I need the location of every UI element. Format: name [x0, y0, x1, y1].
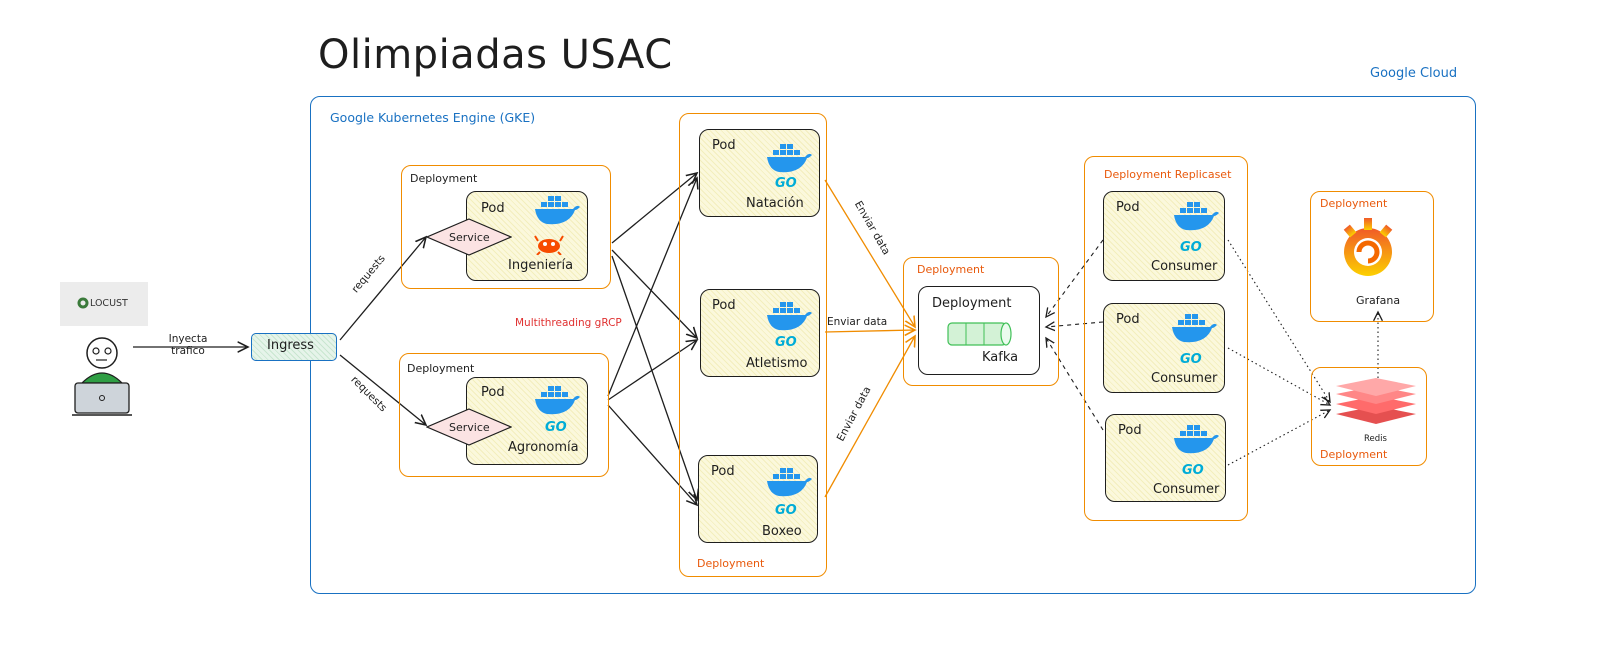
pod-boxeo-label: Pod: [711, 464, 735, 479]
user-icon: [72, 337, 132, 416]
go-logo: GO: [1182, 463, 1204, 478]
service-ingenieria-label: Service: [449, 231, 490, 244]
docker-icon: [767, 144, 812, 173]
pod-consumer-2-label: Pod: [1116, 312, 1140, 327]
deployment-kafka-label: Deployment: [917, 263, 985, 276]
ingress-label: Ingress: [267, 338, 314, 353]
redis-icon: [1336, 378, 1416, 424]
service-agronomia-label: Service: [449, 421, 490, 434]
locust-label: LOCUST: [90, 298, 128, 309]
pod-ingenieria-name: Ingeniería: [508, 258, 574, 273]
pod-consumer-2[interactable]: [1103, 303, 1225, 393]
docker-icon: [535, 196, 580, 225]
go-logo: GO: [1180, 352, 1202, 367]
pod-consumer-2-name: Consumer: [1151, 371, 1218, 386]
arrow-ingress-ingenieria: [339, 237, 426, 341]
docker-icon: [1174, 425, 1219, 454]
deployment-ingenieria: [401, 165, 611, 289]
kafka-name: Kafka: [982, 350, 1019, 365]
pod-agronomia-name: Agronomía: [508, 440, 579, 455]
arrow-ingress-agronomia: [339, 354, 426, 425]
rust-crab-icon: [534, 235, 564, 255]
kafka-queue-icon: [947, 322, 1012, 346]
go-logo: GO: [1180, 240, 1202, 255]
pod-atletismo-name: Atletismo: [746, 356, 808, 371]
pod-ingenieria-label: Pod: [481, 201, 505, 216]
service-ingenieria[interactable]: [426, 218, 512, 256]
go-logo: GO: [775, 176, 797, 191]
deployment-ingenieria-label: Deployment: [410, 172, 478, 185]
docker-icon: [767, 468, 812, 497]
grpc-label: Multithreading gRCP: [515, 317, 622, 329]
deployment-agronomia: [399, 353, 609, 477]
grafana-name: Grafana: [1356, 294, 1401, 307]
pod-consumer-3-name: Consumer: [1153, 482, 1220, 497]
locust-icon: [77, 297, 89, 309]
deployment-sports-label: Deployment: [697, 557, 765, 570]
pod-consumer-1-name: Consumer: [1151, 259, 1218, 274]
pod-boxeo[interactable]: [698, 455, 818, 543]
docker-icon: [767, 302, 812, 331]
pod-atletismo[interactable]: [700, 289, 820, 377]
deployment-sports: [679, 113, 827, 577]
pod-consumer-1-label: Pod: [1116, 200, 1140, 215]
kafka-deployment-label: Deployment: [932, 296, 1012, 311]
pod-consumer-3-label: Pod: [1118, 423, 1142, 438]
pod-natacion-name: Natación: [746, 196, 804, 211]
pod-consumer-1[interactable]: [1103, 191, 1225, 281]
inject-traffic-label: Inyecta trafico: [168, 333, 208, 357]
docker-icon: [1172, 314, 1217, 343]
pod-natacion[interactable]: [699, 129, 820, 217]
pod-agronomia-label: Pod: [481, 385, 505, 400]
deployment-redis: [1311, 367, 1427, 466]
service-agronomia[interactable]: [426, 408, 512, 446]
deployment-kafka: [903, 257, 1059, 386]
deployment-agronomia-label: Deployment: [407, 362, 475, 375]
redis-name: Redis: [1364, 434, 1387, 444]
docker-icon: [535, 386, 580, 415]
deployment-grafana: [1310, 191, 1434, 322]
pod-boxeo-name: Boxeo: [762, 524, 802, 539]
replicaset-label: Deployment Replicaset: [1104, 168, 1232, 181]
deployment-redis-label: Deployment: [1320, 448, 1388, 461]
locust-logo: LOCUST: [60, 282, 148, 326]
pod-atletismo-label: Pod: [712, 298, 736, 313]
gke-label: Google Kubernetes Engine (GKE): [330, 110, 536, 125]
grafana-icon: [1343, 218, 1393, 276]
docker-icon: [1174, 202, 1219, 231]
google-cloud-label: Google Cloud: [1370, 66, 1458, 81]
deployment-grafana-label: Deployment: [1320, 197, 1388, 210]
kafka-node[interactable]: [918, 286, 1040, 375]
go-logo: GO: [775, 335, 797, 350]
send-data-label-2: Enviar data: [827, 316, 888, 328]
go-logo: GO: [545, 420, 567, 435]
pod-natacion-label: Pod: [712, 138, 736, 153]
go-logo: GO: [775, 503, 797, 518]
ingress-node[interactable]: Ingress: [251, 333, 337, 361]
page-title: Olimpiadas USAC: [318, 32, 673, 78]
pod-consumer-3[interactable]: [1105, 414, 1226, 502]
deployment-replicaset: [1084, 156, 1248, 521]
